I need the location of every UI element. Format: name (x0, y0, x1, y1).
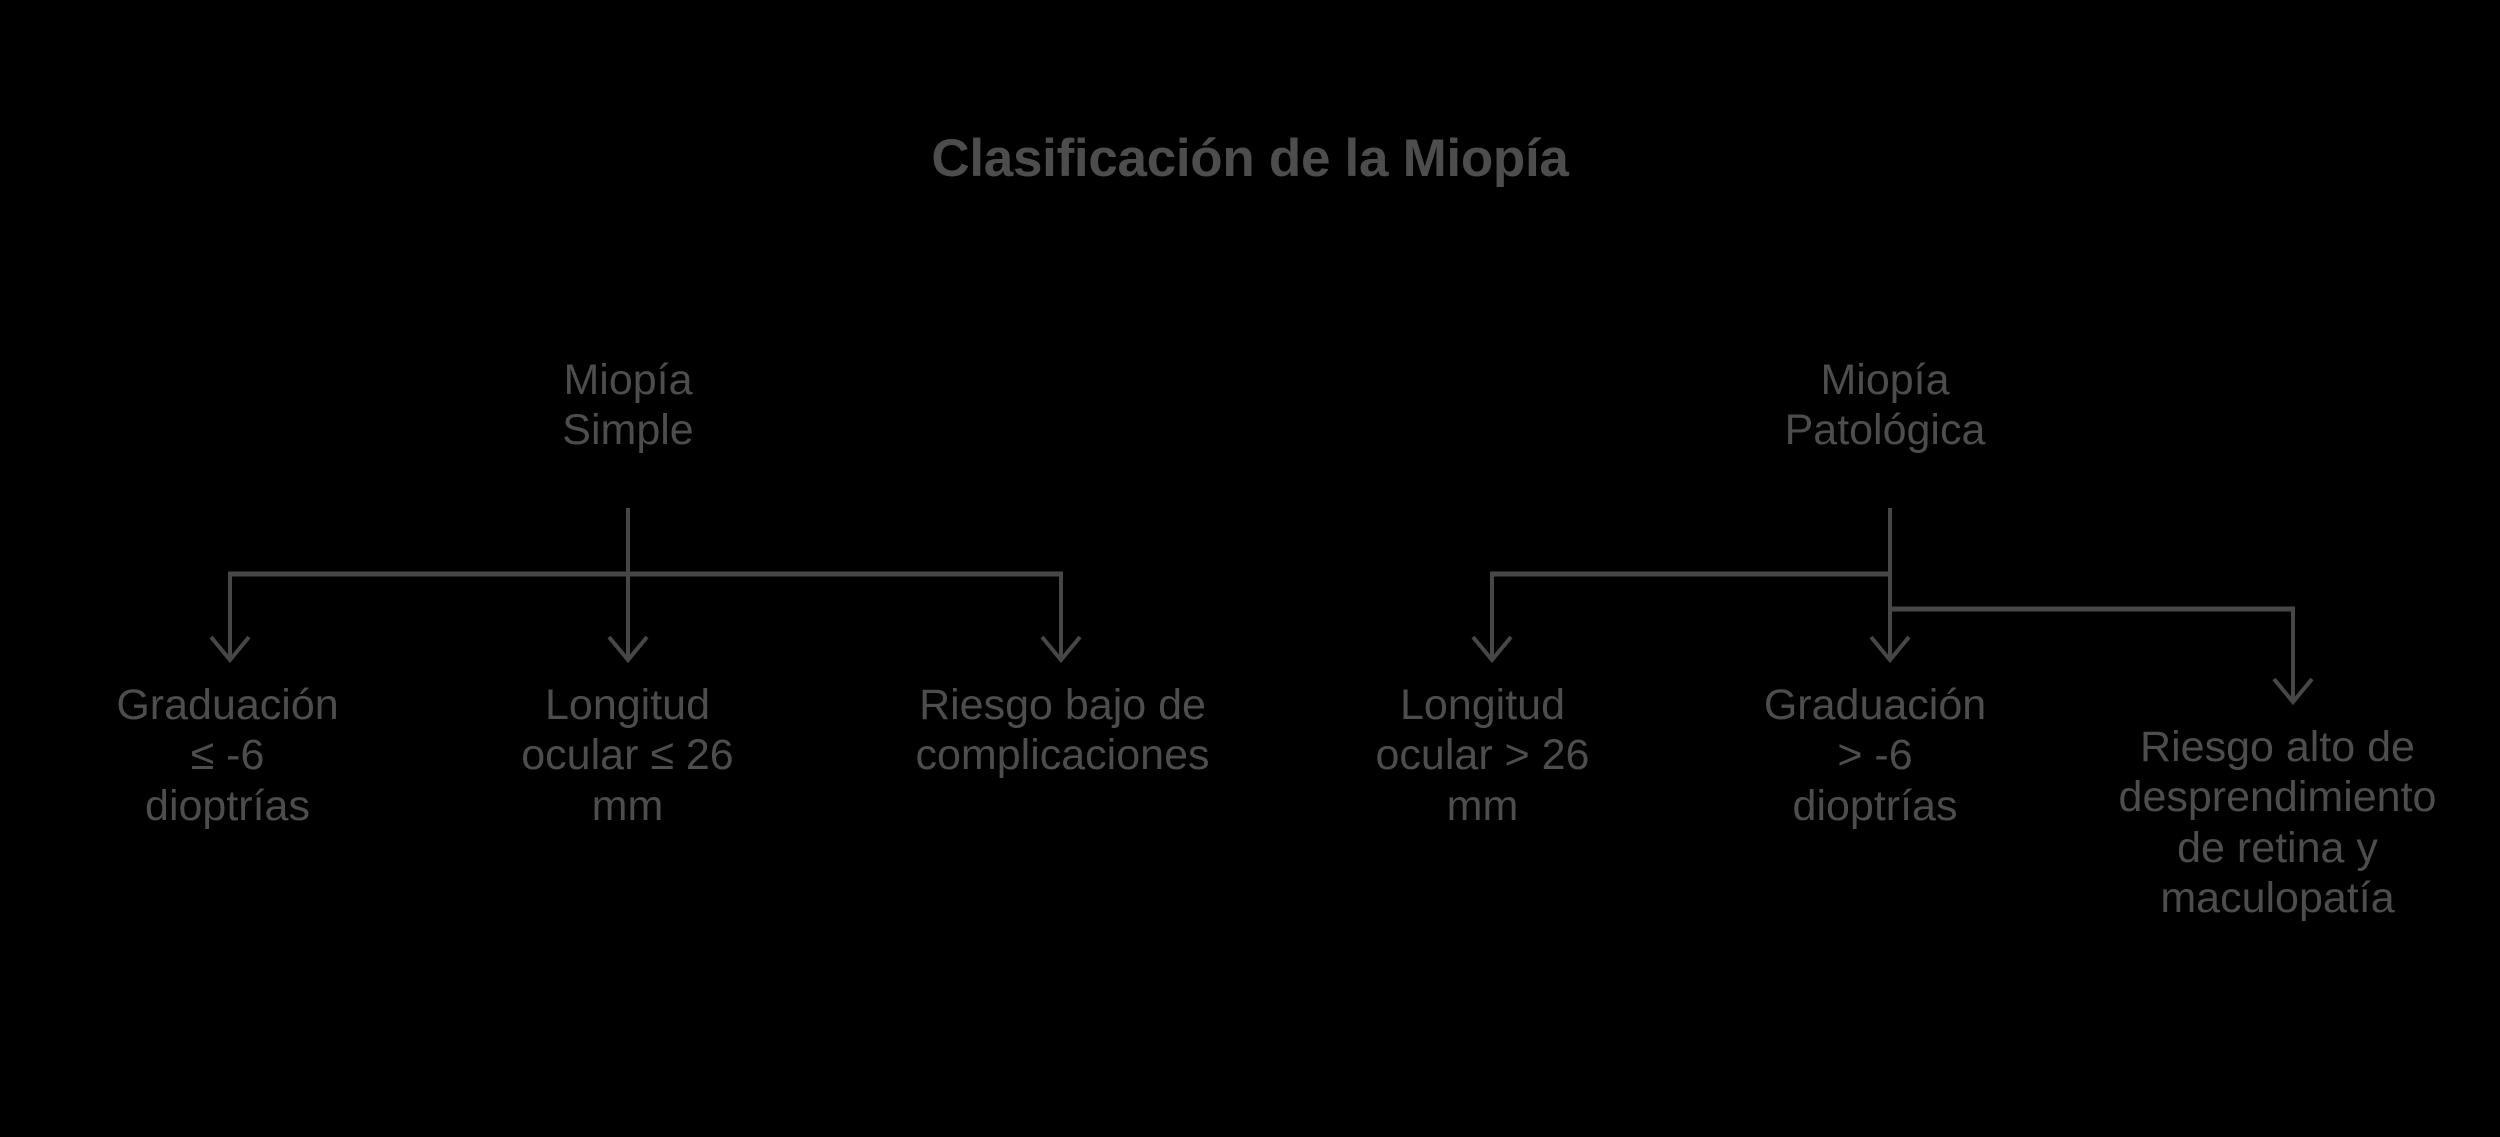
page-title: Clasificación de la Miopía (931, 129, 1569, 188)
node-miopia-simple[interactable]: Miopía Simple (562, 356, 694, 455)
node-miopia-patologica[interactable]: Miopía Patológica (1784, 356, 1986, 455)
node-longitud-ocular-alta[interactable]: Longitud ocular > 26 mm (1375, 681, 1590, 830)
node-graduacion-baja[interactable]: Graduación ≤ -6 dioptrías (116, 681, 339, 830)
arrowhead-riesgo-bajo (1040, 635, 1082, 664)
arrowhead-riesgo-alto (2272, 677, 2314, 706)
node-riesgo-bajo[interactable]: Riesgo bajo de complicaciones (915, 681, 1210, 780)
arrowhead-longitud-baja (607, 635, 649, 664)
node-graduacion-alta[interactable]: Graduación > -6 dioptrías (1763, 681, 1987, 830)
arrowhead-graduacion-baja (209, 635, 251, 664)
arrowhead-longitud-alta (1471, 635, 1513, 664)
node-riesgo-alto[interactable]: Riesgo alto de desprendimiento de retina… (2118, 723, 2437, 922)
node-longitud-ocular-baja[interactable]: Longitud ocular ≤ 26 mm (521, 681, 734, 830)
arrowhead-graduacion-alta (1869, 635, 1911, 664)
